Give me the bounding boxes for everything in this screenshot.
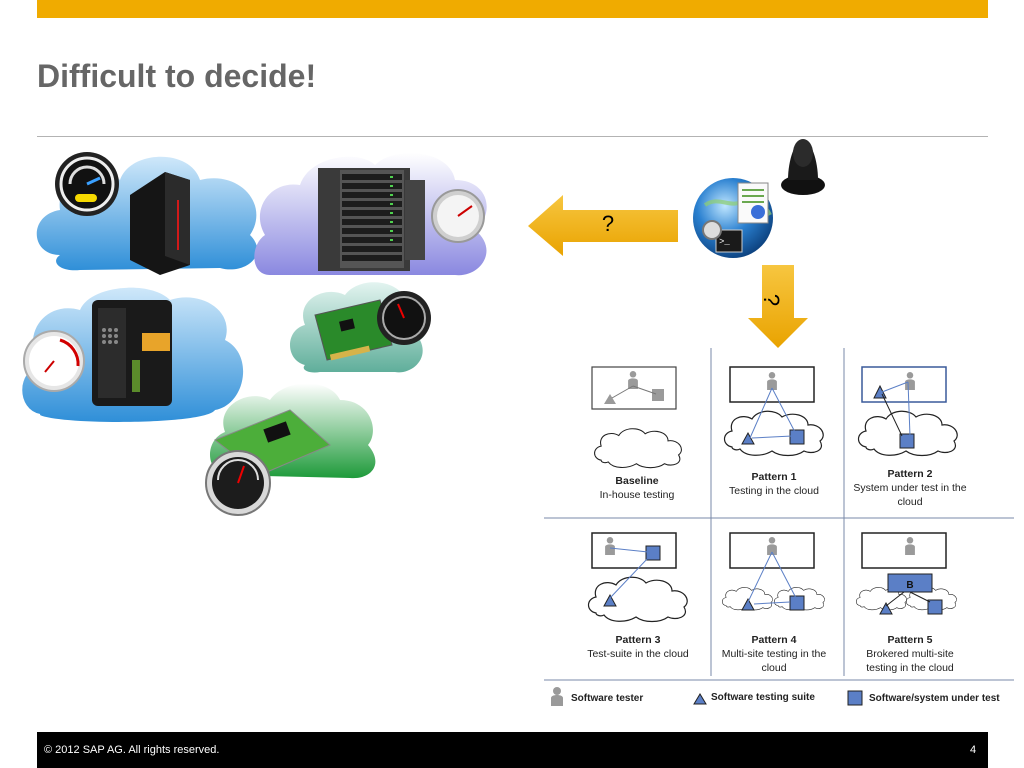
pattern-3-diagram xyxy=(587,532,688,623)
page-number: 4 xyxy=(970,744,977,756)
legend-sut-label: Software/system under test xyxy=(869,693,1000,704)
left-arrow xyxy=(528,195,678,256)
speedometer-icon xyxy=(205,383,376,516)
pattern-2-diagram xyxy=(857,366,958,457)
copyright-text: © 2012 SAP AG. All rights reserved. xyxy=(44,744,220,756)
cloud-server-icon xyxy=(36,152,258,275)
sut-legend-icon xyxy=(847,690,863,706)
person-icon xyxy=(781,139,825,195)
top-accent-bar xyxy=(37,0,988,18)
pattern-5-diagram: B xyxy=(855,532,958,615)
footer-bar xyxy=(37,732,988,768)
legend-icons xyxy=(551,687,863,706)
globe-terminal-icon: >_ xyxy=(693,178,773,258)
svg-text:>_: >_ xyxy=(719,237,730,247)
suite-legend-icon xyxy=(693,693,707,705)
legend-suite-label: Software testing suite xyxy=(711,692,815,703)
server-rack-icon xyxy=(254,153,487,276)
title-divider xyxy=(37,136,988,137)
pattern-4-diagram xyxy=(721,532,826,611)
computer-tower-icon xyxy=(20,287,244,422)
legend-tester-label: Software tester xyxy=(571,693,644,704)
pattern-1-diagram xyxy=(723,366,824,457)
baseline-pattern-diagram xyxy=(591,366,683,469)
slide-title: Difficult to decide! xyxy=(37,58,317,94)
down-arrow-label: ? xyxy=(759,293,785,307)
broker-label: B xyxy=(906,580,913,591)
left-arrow-label: ? xyxy=(601,211,615,236)
pattern-diagram: B xyxy=(544,348,1014,681)
down-arrow xyxy=(748,265,808,348)
tester-legend-icon xyxy=(551,687,563,706)
circuit-board-icon xyxy=(290,282,431,373)
